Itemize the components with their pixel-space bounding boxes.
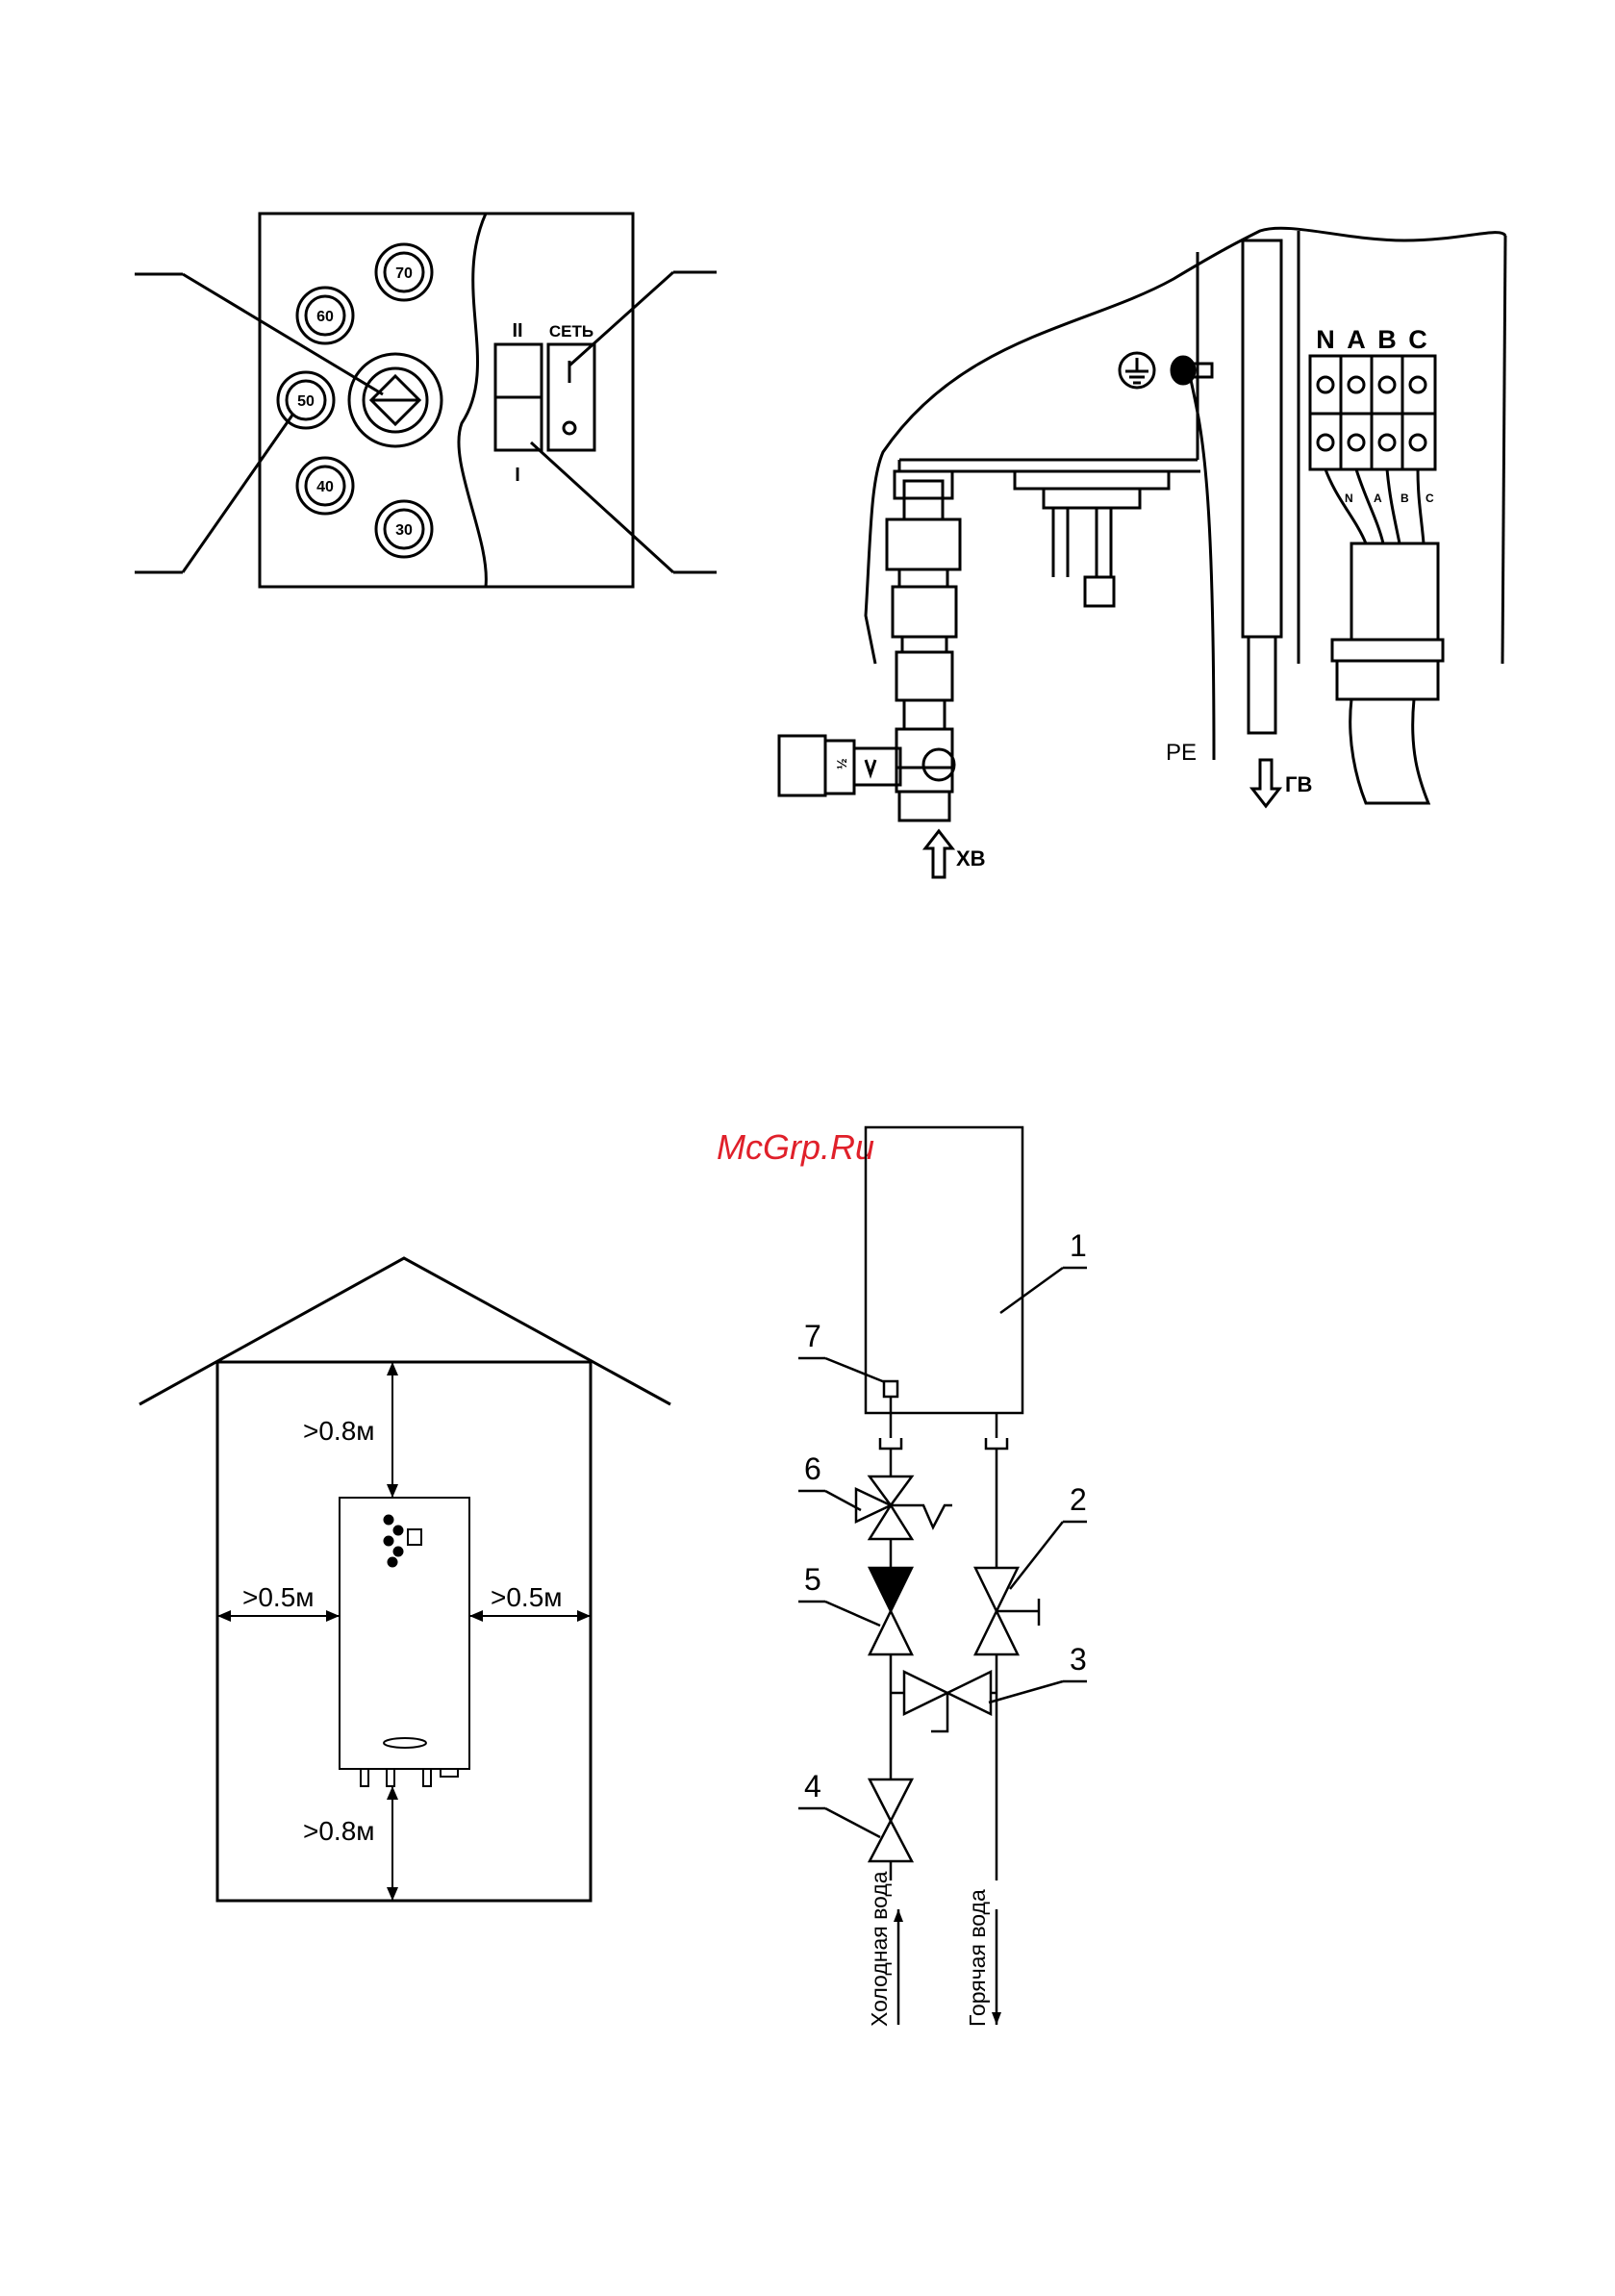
hot-water-label: ГВ xyxy=(1285,772,1312,796)
temp-50: 50 xyxy=(297,393,315,410)
wire-b: B xyxy=(1401,492,1409,505)
scheme-label-6: 6 xyxy=(804,1451,821,1486)
scheme-labels: 1 2 3 4 5 6 7 Холодная вода Горячая вода xyxy=(804,1228,1087,2027)
scheme-label-2: 2 xyxy=(1070,1482,1087,1517)
clearance-left: >0.5м xyxy=(242,1582,315,1612)
wire-n: N xyxy=(1345,492,1353,505)
terminal-b: B xyxy=(1377,325,1397,354)
terminal-c: C xyxy=(1408,325,1427,354)
switch-bottom-label: I xyxy=(515,465,520,486)
terminal-n: N xyxy=(1316,325,1335,354)
cold-water-label: ХВ xyxy=(956,846,986,870)
connection-labels: N A B C N A B C PE ГВ ХВ ½ xyxy=(834,325,1434,870)
scheme-label-5: 5 xyxy=(804,1562,821,1597)
clearance-figure xyxy=(139,1258,670,1901)
clearance-labels: >0.8м >0.5м >0.5м >0.8м xyxy=(242,1416,563,1846)
control-panel-figure xyxy=(135,214,717,587)
clearance-top: >0.8м xyxy=(303,1416,375,1446)
clearance-arrows xyxy=(217,1362,591,1901)
scheme-figure xyxy=(798,1127,1087,2025)
switch-left-label: II xyxy=(512,320,522,341)
watermark: McGrp.Ru xyxy=(717,1127,874,1167)
switch-right-label: СЕТЬ xyxy=(549,322,593,341)
scheme-label-3: 3 xyxy=(1070,1642,1087,1677)
temp-40: 40 xyxy=(316,479,334,495)
clearance-bottom: >0.8м xyxy=(303,1816,375,1846)
connection-figure xyxy=(779,228,1505,877)
hot-water-text: Горячая вода xyxy=(965,1889,990,2027)
wire-a: A xyxy=(1374,492,1382,505)
scheme-label-1: 1 xyxy=(1070,1228,1087,1263)
valve-size-label: ½ xyxy=(834,758,849,770)
scheme-label-7: 7 xyxy=(804,1319,821,1353)
cold-water-text: Холодная вода xyxy=(867,1871,892,2027)
temp-30: 30 xyxy=(395,522,413,539)
pe-label: PE xyxy=(1166,740,1197,766)
temp-60: 60 xyxy=(316,309,334,325)
terminal-a: A xyxy=(1347,325,1366,354)
clearance-right: >0.5м xyxy=(491,1582,563,1612)
temp-70: 70 xyxy=(395,265,413,282)
wire-c: C xyxy=(1426,492,1434,505)
scheme-label-4: 4 xyxy=(804,1769,821,1804)
